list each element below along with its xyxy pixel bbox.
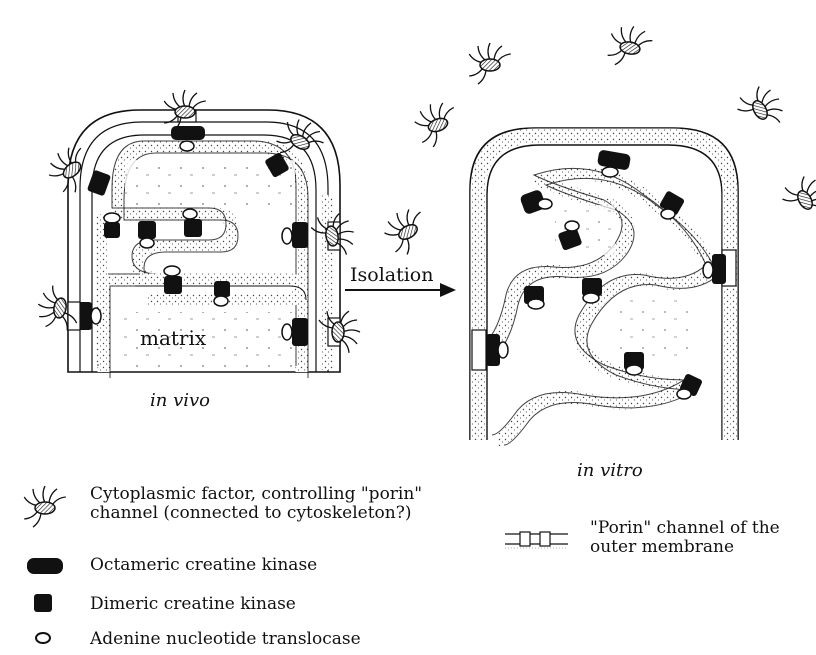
translocase xyxy=(626,365,642,375)
translocase xyxy=(180,141,194,151)
translocase xyxy=(677,389,691,399)
legend-translocase: Adenine nucleotide translocase xyxy=(90,630,361,649)
in-vivo-label: in vivo xyxy=(150,390,210,411)
translocase xyxy=(703,262,713,278)
legend-cytoplasmic-factor-line1: Cytoplasmic factor, controlling "porin" xyxy=(90,485,422,504)
translocase xyxy=(214,296,228,306)
translocase xyxy=(583,293,599,303)
cytoplasmic-factor xyxy=(606,23,654,71)
dimeric-ck xyxy=(292,318,308,346)
translocase xyxy=(183,209,197,219)
cytoplasmic-factor xyxy=(733,81,789,138)
cytoplasmic-factor xyxy=(411,97,464,150)
dimeric-ck xyxy=(164,276,182,294)
translocase xyxy=(282,228,292,244)
dimeric-ck xyxy=(184,219,202,237)
legend-cytoplasmic-factor-line2: channel (connected to cytoskeleton?) xyxy=(90,504,411,523)
cytoplasmic-factor xyxy=(469,43,511,84)
matrix-label: matrix xyxy=(140,326,206,350)
in-vitro-label: in vitro xyxy=(577,460,643,481)
translocase xyxy=(528,299,544,309)
cytoplasmic-factor xyxy=(24,486,66,527)
translocase xyxy=(538,199,552,209)
legend-porin-line2: outer membrane xyxy=(590,538,734,557)
translocase xyxy=(164,266,180,276)
translocase xyxy=(91,308,101,324)
cytoplasmic-factor-icon xyxy=(24,486,66,527)
translocase xyxy=(104,213,120,223)
dimeric-ck xyxy=(87,170,111,197)
legend-octameric-ck: Octameric creatine kinase xyxy=(90,556,317,575)
porin-channel-icon xyxy=(505,532,568,548)
translocase-icon xyxy=(36,633,50,643)
translocase xyxy=(282,324,292,340)
octameric-ck-icon xyxy=(27,558,63,574)
dimeric-ck-icon xyxy=(34,594,52,612)
isolation-label: Isolation xyxy=(350,264,434,286)
translocase xyxy=(661,209,675,219)
translocase xyxy=(602,167,618,177)
cytoplasmic-factor xyxy=(778,171,816,228)
legend-porin-line1: "Porin" channel of the xyxy=(590,519,780,538)
translocase xyxy=(498,342,508,358)
dimeric-ck xyxy=(138,221,156,239)
dimeric-ck xyxy=(712,254,726,284)
legend-dimeric-ck: Dimeric creatine kinase xyxy=(90,595,296,614)
translocase xyxy=(565,221,579,231)
dimeric-ck xyxy=(292,222,308,248)
dimeric-ck xyxy=(104,222,120,238)
porin-channel xyxy=(472,330,486,370)
dimeric-ck xyxy=(214,281,230,297)
cytoplasmic-factor xyxy=(379,203,436,259)
translocase xyxy=(140,238,154,248)
